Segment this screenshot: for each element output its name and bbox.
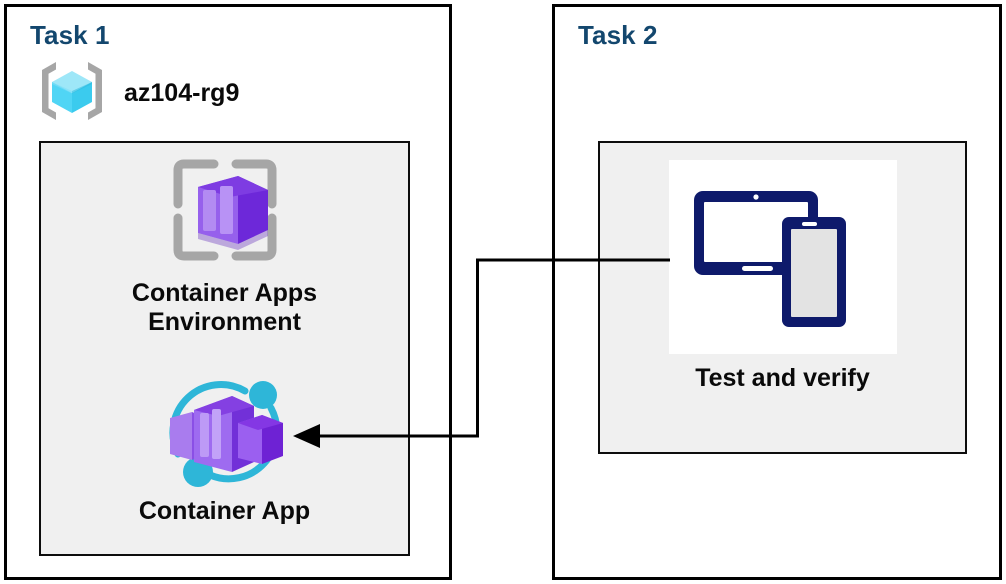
container-app-icon: [150, 368, 300, 495]
task-1-title: Task 1: [30, 20, 110, 50]
test-and-verify-item: Test and verify: [598, 160, 967, 393]
container-apps-environment-item: Container Apps Environment: [39, 152, 410, 336]
test-and-verify-label: Test and verify: [695, 364, 870, 392]
container-apps-environment-label: Container Apps Environment: [131, 279, 318, 336]
test-and-verify-devices-icon: [690, 179, 876, 336]
resource-group-row: az104-rg9: [34, 58, 239, 129]
test-and-verify-icon-plate: [668, 160, 897, 354]
task-2-title: Task 2: [578, 20, 658, 50]
container-app-item: Container App: [39, 368, 410, 526]
resource-group-name: az104-rg9: [124, 79, 240, 107]
container-apps-environment-icon: [164, 152, 286, 273]
container-app-label: Container App: [138, 497, 311, 525]
azure-resource-group-icon: [34, 58, 110, 129]
